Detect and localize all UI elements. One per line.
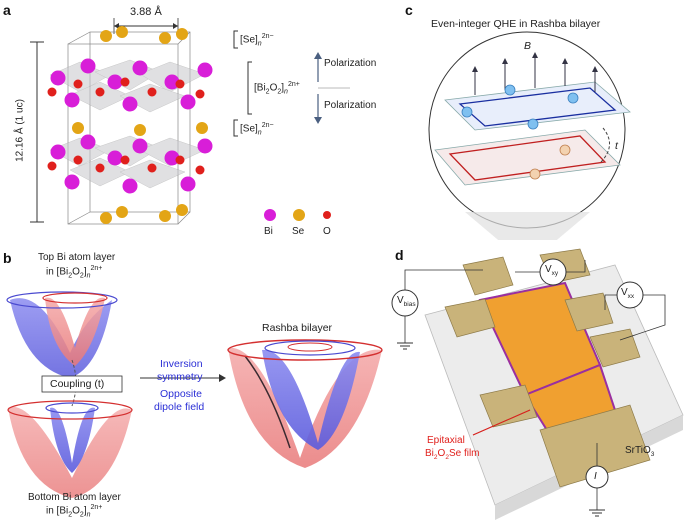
vxy-label: Vxy [545,264,559,277]
panel-d-letter: d [395,247,404,263]
film-label-line1: Epitaxial [427,435,465,446]
lattice-width-label: 3.88 Å [130,6,162,18]
legend-o-label: O [323,226,331,237]
panel-b: b [0,248,420,521]
symmetry-label: symmetry [157,371,203,383]
se-bottom-label: [Se]n2n− [240,122,274,137]
legend-o-dot [323,211,331,219]
hopping-label: t [615,140,618,152]
coupling-label: Coupling (t) [50,378,105,390]
bottom-layer-label: Bottom Bi atom layer [28,492,121,503]
field-label: B [524,40,532,52]
dipole-label: dipole field [154,401,205,413]
band-diagram [6,291,383,498]
polarization-down-label: Polarization [324,100,377,111]
legend-se-dot [293,209,305,221]
coupling-box [41,375,123,393]
panel-a-letter: a [3,2,11,18]
legend-se-label: Se [292,226,305,237]
qhe-schematic [428,31,631,240]
inversion-label: Inversion [160,358,203,370]
se-top-label: [Se]n2n− [240,33,274,48]
rashba-bands [227,339,383,468]
polarization-up-label: Polarization [324,58,377,69]
bi2o2-label: [Bi2O2]n2n+ [254,81,300,96]
top-layer-formula: in [Bi2O2]n2n+ [46,265,103,280]
legend-bi-dot [264,209,276,221]
top-layer-label: Top Bi atom layer [38,252,116,263]
panel-c-letter: c [405,2,413,18]
panel-c: c Even-integer QHE in Rashba bilayer [405,0,685,240]
vbias-label: Vbias [397,295,416,308]
qhe-title: Even-integer QHE in Rashba bilayer [431,18,601,30]
height-label: 12.16 Å (1 uc) [14,99,26,162]
panel-a: a [0,0,376,245]
vxx-label: Vxx [621,287,635,300]
panel-b-letter: b [3,250,12,266]
hall-bar-device [391,248,684,520]
bottom-bands [7,400,133,498]
crystal-structure [30,18,350,225]
current-label: I [594,471,597,482]
top-bands [6,291,118,378]
panel-d: d [385,245,685,521]
substrate-label: SrTiO3 [625,445,655,458]
film-label-line2: Bi2O2Se film [425,448,480,461]
rashba-bilayer-label: Rashba bilayer [262,322,333,334]
bottom-layer-formula: in [Bi2O2]n2n+ [46,504,103,519]
legend-bi-label: Bi [264,226,273,237]
opposite-label: Opposite [160,388,203,400]
